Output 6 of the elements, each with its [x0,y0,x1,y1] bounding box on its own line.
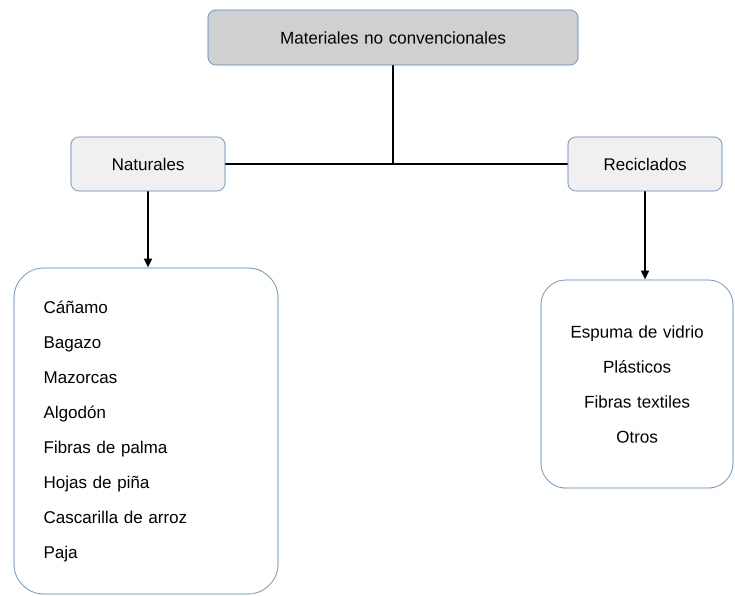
list-box: Espuma de vidrio Plásticos Fibras textiles Otros [540,280,734,488]
title-box: Materiales no convencionales [208,10,578,66]
list-box: Cáñamo Bagazo Mazorcas Algodón Fibras de palma Hojas de piña Cascarilla de arroz Paja [14,268,278,594]
category-box: Naturales [70,136,226,192]
category-box: Reciclados [568,136,722,192]
connector-line [392,65,568,165]
